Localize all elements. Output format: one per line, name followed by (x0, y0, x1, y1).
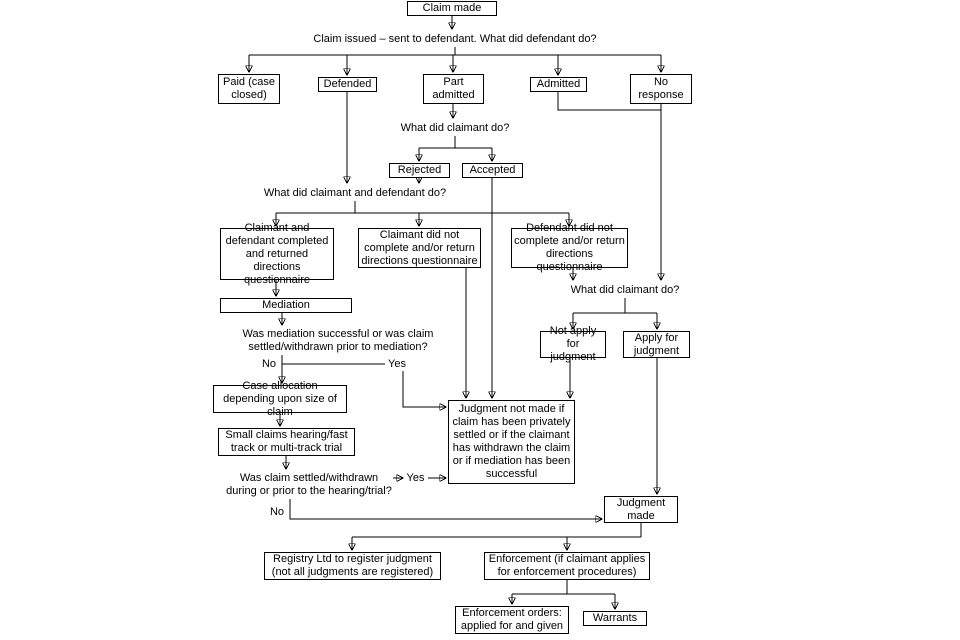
label-yes-settled: Yes (404, 471, 427, 485)
question-claim-settled-before-trial: Was claim settled/withdrawn during or pr… (226, 472, 392, 497)
question-claimant-action-part-admitted: What did claimant do? (400, 121, 510, 134)
node-not-apply-for-judgment: Not apply for judgment (540, 325, 606, 363)
node-judgment-not-made: Judgment not made if claim has been priv… (448, 400, 575, 484)
label-no-settled: No (267, 505, 287, 519)
node-enforcement: Enforcement (if claimant applies for enf… (484, 552, 650, 580)
node-registry: Registry Ltd to register judgment (not a… (264, 552, 441, 580)
node-defended: Defended (318, 77, 377, 92)
node-no-response: No response (630, 74, 692, 104)
label-no-mediation: No (259, 357, 279, 371)
node-paid-case-closed: Paid (case closed) (218, 74, 280, 104)
label-yes-mediation: Yes (385, 357, 409, 371)
node-part-admitted: Part admitted (423, 74, 484, 104)
node-claim-made: Claim made (407, 1, 497, 16)
question-defendant-action: Claim issued – sent to defendant. What d… (313, 32, 597, 45)
node-case-allocation: Case allocation depending upon size of c… (213, 380, 347, 418)
node-rejected: Rejected (389, 163, 450, 178)
question-mediation-successful: Was mediation successful or was claim se… (242, 328, 434, 353)
node-mediation: Mediation (220, 298, 352, 313)
node-enforcement-orders: Enforcement orders: applied for and give… (455, 606, 569, 634)
node-questionnaire-completed: Claimant and defendant completed and ret… (220, 222, 334, 286)
node-defendant-did-not-complete: Defendant did not complete and/or return… (511, 222, 628, 273)
node-admitted: Admitted (530, 77, 587, 92)
question-claimant-action-no-response: What did claimant do? (570, 283, 680, 296)
node-small-claims-hearing: Small claims hearing/fast track or multi… (218, 428, 355, 456)
question-claimant-and-defendant-action: What did claimant and defendant do? (263, 186, 447, 199)
node-accepted: Accepted (462, 163, 523, 178)
node-apply-for-judgment: Apply for judgment (623, 331, 690, 358)
node-warrants: Warrants (583, 611, 647, 626)
node-claimant-did-not-complete: Claimant did not complete and/or return … (358, 228, 481, 268)
node-judgment-made: Judgment made (604, 496, 678, 523)
